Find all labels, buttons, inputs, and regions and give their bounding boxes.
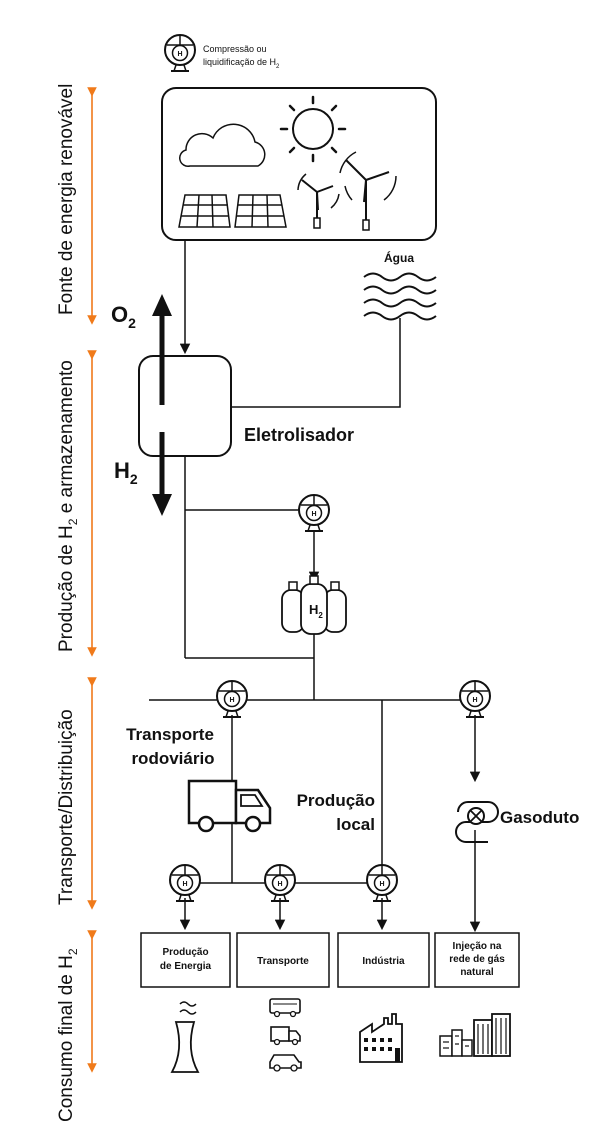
- local-production-label-2: local: [336, 815, 375, 834]
- compressor-industry: H: [366, 864, 398, 902]
- road-transport-label-1: Transporte: [126, 725, 214, 744]
- end-use-gas-grid: Injeção na rede de gás natural: [434, 932, 520, 988]
- compressor-h-label: H: [277, 881, 282, 888]
- tank-h2-label: H2: [309, 602, 323, 620]
- truck-icon: [187, 779, 272, 833]
- end-use-transport: Transporte: [236, 932, 330, 988]
- legend-line2: liquidificação de H2: [203, 57, 280, 70]
- compressor-h-label: H: [229, 697, 234, 704]
- h2-label: H2: [114, 458, 138, 487]
- water-flow-line: [231, 318, 401, 408]
- factory-icon: [359, 1013, 403, 1063]
- pipeline-valve-icon: [455, 801, 499, 843]
- solar-panel-icon: [178, 194, 287, 228]
- cooling-tower-icon: [170, 1001, 200, 1073]
- compressor-h-label: H: [311, 511, 316, 518]
- compressor-energy: H: [169, 864, 201, 902]
- h2-piping: [184, 456, 320, 700]
- sun-icon: [279, 95, 347, 163]
- end-use-energy: Produção de Energia: [140, 932, 231, 988]
- stage-fonte: Fonte de energia renovável: [56, 84, 97, 325]
- stage-label-fonte: Fonte de energia renovável: [56, 84, 77, 315]
- electrolyser-label: Eletrolisador: [244, 425, 354, 445]
- road-transport-label-2: rodoviário: [131, 749, 214, 768]
- water-waves-icon: [363, 272, 437, 321]
- compressor-h-label: H: [182, 881, 187, 888]
- end-use-label: Indústria: [362, 956, 405, 967]
- bus-icon: [269, 998, 301, 1018]
- end-use-label: Transporte: [257, 956, 309, 967]
- stage-consumo: Consumo final de H2: [56, 930, 97, 1122]
- truck-small-icon: [270, 1026, 301, 1046]
- compressor-h-label: H: [472, 697, 477, 704]
- stage-label-producao: Produção de H2 e armazenamento: [56, 360, 80, 652]
- cloud-icon: [179, 123, 266, 167]
- compressor-storage: H: [298, 494, 330, 532]
- electrolyser-box: [138, 355, 232, 457]
- o2-label: O2: [111, 302, 136, 331]
- end-use-industry: Indústria: [337, 932, 430, 988]
- compressor-transport: H: [264, 864, 296, 902]
- stage-label-consumo: Consumo final de H2: [56, 948, 80, 1122]
- stage-producao: Produção de H2 e armazenamento: [56, 350, 97, 657]
- compressor-pipeline: H: [459, 680, 491, 718]
- compressor-h-label: H: [379, 881, 384, 888]
- end-use-label: Injeção na: [453, 941, 502, 952]
- end-use-label: natural: [460, 967, 494, 978]
- gas-cylinders-icon: [281, 575, 347, 635]
- end-use-label: de Energia: [160, 961, 212, 972]
- pipeline-label: Gasoduto: [500, 808, 579, 827]
- wind-turbine-icon: [297, 151, 397, 231]
- h2-output-arrow: [152, 432, 172, 516]
- end-use-label: Produção: [162, 947, 208, 958]
- water-label: Água: [384, 250, 414, 265]
- car-icon: [269, 1054, 302, 1072]
- local-production-label-1: Produção: [297, 791, 375, 810]
- compressor-road: H: [216, 680, 248, 718]
- renewable-energy-box: [161, 87, 437, 241]
- stage-transporte: Transporte/Distribuição: [56, 677, 97, 910]
- stage-label-transporte: Transporte/Distribuição: [56, 709, 77, 905]
- legend-line1: Compressão ou: [203, 44, 267, 54]
- legend: H Compressão ou liquidificação de H2: [164, 34, 280, 72]
- end-use-label: rede de gás: [449, 954, 505, 965]
- compressor-h-label: H: [177, 51, 182, 58]
- city-buildings-icon: [439, 1013, 511, 1057]
- o2-output-arrow: [152, 294, 172, 405]
